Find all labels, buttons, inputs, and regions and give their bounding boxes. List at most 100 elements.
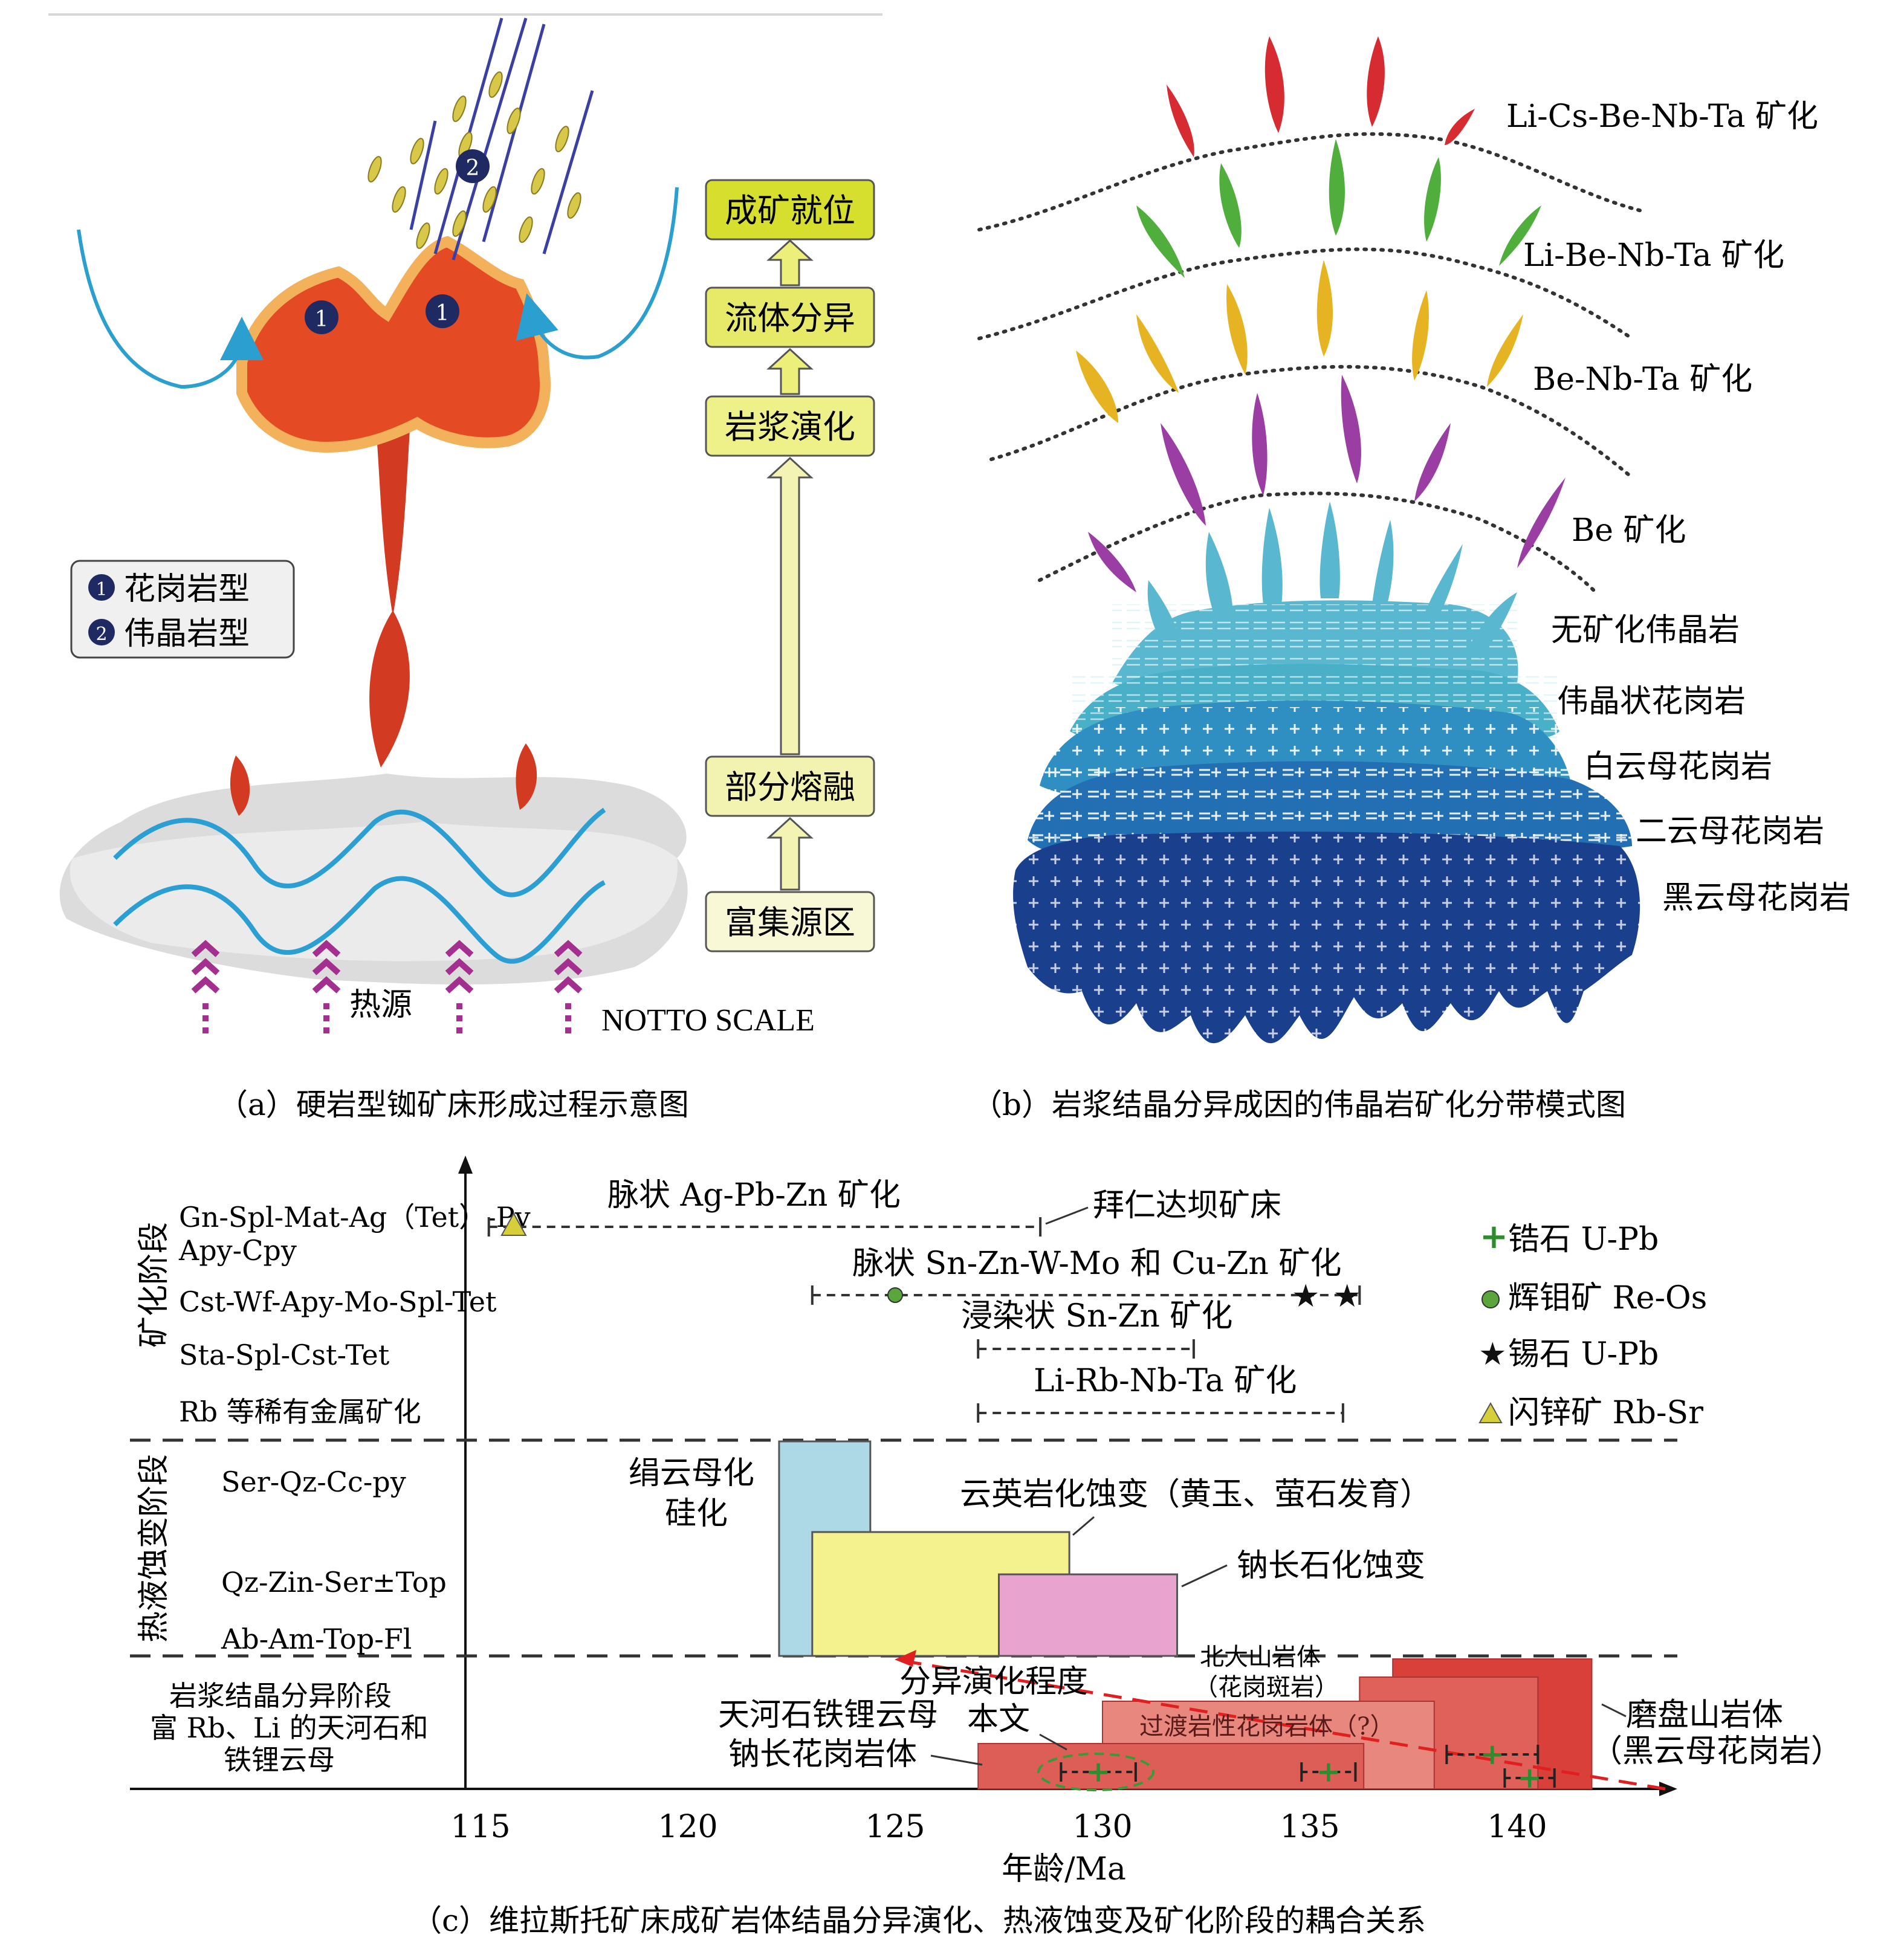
panel-b: Li-Cs-Be-Nb-Ta 矿化 Li-Be-Nb-Ta 矿化 Be-Nb-T… (972, 36, 1851, 1122)
intrusion-label-amazonite-2: 钠长花岗岩体 (728, 1736, 917, 1773)
row-label-ab-am: Ab-Am-Top-Fl (221, 1623, 412, 1655)
legend-label-granite: 花岗岩型 (124, 571, 250, 607)
melt-feeder (369, 610, 410, 768)
range-ticks (487, 1217, 1361, 1423)
fold-line-lower (113, 876, 606, 964)
cassiterite-u-pb-marker-2: ★ (1333, 1278, 1361, 1314)
x-axis-label: 年龄/Ma (1002, 1851, 1126, 1887)
zircon-age-bracket: + (1060, 1755, 1137, 1789)
intrusion-boxes (977, 1658, 1593, 1789)
deposit-label: 拜仁达坝矿床 (1093, 1188, 1281, 1224)
zone-label-be-nb-ta: Be-Nb-Ta 矿化 (1533, 361, 1752, 398)
mopanshan-leader (1601, 1703, 1627, 1718)
x-tick-125: 125 (865, 1809, 925, 1845)
flow-step-3 (705, 395, 875, 457)
row-label-cst-wf: Cst-Wf-Apy-Mo-Spl-Tet (179, 1285, 497, 1318)
x-tick-130: 130 (1072, 1809, 1132, 1845)
panel-c: 矿化阶段 热液蚀变阶段 Gn-Spl-Mat-Ag（Tet）-Py Apy-Cp… (130, 1156, 1842, 1938)
zone-label-li-be: Li-Be-Nb-Ta 矿化 (1523, 238, 1784, 274)
alteration-labels: 绢云母化 硅化 云英岩化蚀变（黄玉、萤石发育） 钠长石化蚀变 (629, 1455, 1431, 1584)
row-label-gn-spl: Gn-Spl-Mat-Ag（Tet）-Py (179, 1201, 531, 1233)
flow-step-2 (705, 286, 875, 348)
alteration-label-silica: 硅化 (665, 1496, 728, 1532)
magmatic-stage-line2: 富 Rb、Li 的天河石和 (150, 1712, 429, 1744)
x-tick-135: 135 (1280, 1809, 1339, 1845)
legend-cassiterite-star: ★ (1478, 1336, 1507, 1372)
legend-molybdenite-label: 辉钼矿 Re-Os (1508, 1280, 1707, 1316)
this-study-ellipse (1037, 1753, 1154, 1791)
greisen-leader (1072, 1516, 1095, 1536)
stage-label-mineralization: 矿化阶段 (136, 1222, 172, 1348)
this-study-label: 本文 (967, 1701, 1030, 1738)
legend-label-pegmatite: 伟晶岩型 (124, 616, 250, 652)
legend-sphalerite-label: 闪锌矿 Rb-Sr (1508, 1395, 1703, 1431)
intrusion-label-transitional: 过渡岩性花岗岩体（?） (1139, 1713, 1394, 1741)
pegmatite-pods (368, 71, 581, 249)
magmatic-stage-line3: 铁锂云母 (224, 1744, 335, 1776)
row-labels: Gn-Spl-Mat-Ag（Tet）-Py Apy-Cpy Cst-Wf-Apy… (150, 1201, 531, 1776)
differentiation-arrowhead (895, 1650, 916, 1667)
differentiation-label: 分异演化程度 (899, 1664, 1088, 1700)
chart-legend: + 锆石 U-Pb 辉钼矿 Re-Os ★ 锡石 U-Pb 闪锌矿 Rb-Sr (1478, 1217, 1707, 1431)
intrusion-label-beidashan-2: （花岗斑岩） (1194, 1673, 1339, 1701)
flow-arrow-3 (766, 456, 814, 755)
intrusion-label-mopanshan: 磨盘山岩体 (1626, 1697, 1783, 1733)
svg-text:+: + (1517, 1761, 1541, 1795)
alteration-label-greisen: 云英岩化蚀变（黄玉、萤石发育） (960, 1476, 1431, 1513)
marker-granite-2 (426, 294, 459, 328)
fold-line-upper (113, 807, 606, 897)
x-tick-120: 120 (658, 1809, 717, 1845)
intrusion-label-beidashan: 北大山岩体 (1200, 1643, 1321, 1671)
intrusion-amazonite (977, 1743, 1365, 1789)
marker-pegmatite-label: 2 (466, 156, 480, 181)
legend-dot-1 (88, 574, 115, 601)
x-ticks: 115 120 125 130 135 140 (450, 1809, 1547, 1845)
range-lines (488, 1226, 1360, 1414)
range-label-sn-zn: 浸染状 Sn-Zn 矿化 (961, 1298, 1232, 1334)
row-label-qz-zin: Qz-Zin-Ser±Top (221, 1566, 447, 1599)
intrusion-labels: 天河石铁锂云母 钠长花岗岩体 本文 过渡岩性花岗岩体（?） 北大山岩体 （花岗斑… (718, 1643, 1842, 1773)
melt-drop-left (230, 755, 250, 816)
legend-num-1: 1 (96, 579, 107, 600)
melt-drop-right (516, 743, 537, 810)
alteration-label-albite: 钠长石化蚀变 (1237, 1548, 1425, 1584)
flow-step-4-label: 部分熔融 (725, 768, 855, 806)
alteration-label-sericite: 绢云母化 (629, 1455, 754, 1492)
range-labels: 脉状 Ag-Pb-Zn 矿化 脉状 Sn-Zn-W-Mo 和 Cu-Zn 矿化 … (607, 1177, 1341, 1399)
row-label-sta-spl: Sta-Spl-Cst-Tet (179, 1339, 390, 1371)
flow-arrow-4 (766, 816, 814, 891)
amazonite-leader (930, 1754, 983, 1766)
row-label-apy-cpy: Apy-Cpy (178, 1234, 297, 1267)
y-axis-arrow (458, 1156, 473, 1174)
flow-arrow-2 (766, 348, 814, 395)
zircon-age-bracket: + (1445, 1738, 1540, 1771)
intrusion-label-mopanshan-2: （黑云母花岗岩） (1591, 1733, 1842, 1770)
deposit-leader (1045, 1206, 1089, 1225)
heat-source-label: 热源 (349, 987, 412, 1023)
intrusion-label-amazonite: 天河石铁锂云母 (718, 1697, 938, 1733)
flow-arrow-1 (766, 239, 814, 286)
pods-barren (1147, 502, 1517, 659)
legend-num-2: 2 (96, 624, 107, 645)
zircon-age-bracket: + (1300, 1755, 1357, 1789)
differentiation-arrow (909, 1660, 1666, 1791)
flow-step-3-label: 岩浆演化 (725, 408, 855, 446)
legend-box (70, 560, 295, 659)
marker-granite (305, 300, 338, 334)
flow-chart: 成矿就位 流体分异 岩浆演化 部分熔融 富集源区 (705, 179, 875, 952)
flow-step-1-label: 成矿就位 (725, 192, 855, 230)
stage-label-hydrothermal: 热液蚀变阶段 (136, 1454, 172, 1643)
panel-a: 1 1 2 1 花岗岩型 2 伟晶岩型 热源 NOTTO SCALE 成矿就位 … (48, 13, 882, 1122)
zone-label-biotite: 黑云母花岗岩 (1662, 880, 1851, 916)
biotite-pattern (1009, 834, 1650, 1064)
sphalerite-rb-sr-marker (500, 1212, 527, 1236)
zone-label-li-cs: Li-Cs-Be-Nb-Ta 矿化 (1506, 99, 1818, 135)
zone-label-be: Be 矿化 (1572, 512, 1686, 549)
flow-step-5-label: 富集源区 (725, 904, 855, 942)
flow-step-5 (705, 891, 875, 952)
fluid-arc-left (77, 229, 264, 389)
zone-label-barren: 无矿化伟晶岩 (1551, 612, 1740, 648)
legend-cassiterite-label: 锡石 U-Pb (1508, 1336, 1659, 1372)
flow-step-4 (705, 755, 875, 817)
